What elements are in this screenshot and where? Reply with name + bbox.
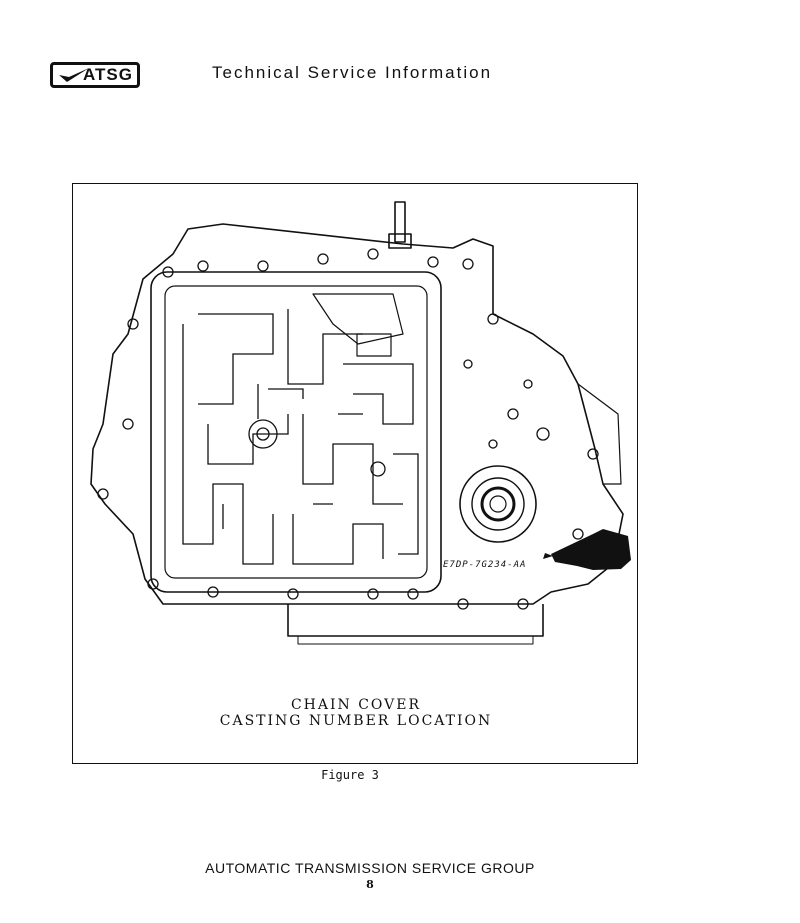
page-header-title: Technical Service Information [212,63,493,82]
figure-caption-line-2: CASTING NUMBER LOCATION [219,713,493,729]
figure-caption-line-1: CHAIN COVER [290,697,422,713]
footer-organization: AUTOMATIC TRANSMISSION SERVICE GROUP [205,860,535,876]
transmission-illustration [90,201,631,645]
atsg-logo: ATSG [50,62,140,88]
figure-label: Figure 3 [321,768,379,782]
figure-frame: E7DP-7G234-AA CHAIN COVER CASTING NUMBER… [72,183,638,764]
checkmark-icon [59,68,89,82]
logo-text: ATSG [83,65,133,84]
page-number: 8 [366,878,374,891]
casting-number-label: E7DP-7G234-AA [443,560,527,570]
